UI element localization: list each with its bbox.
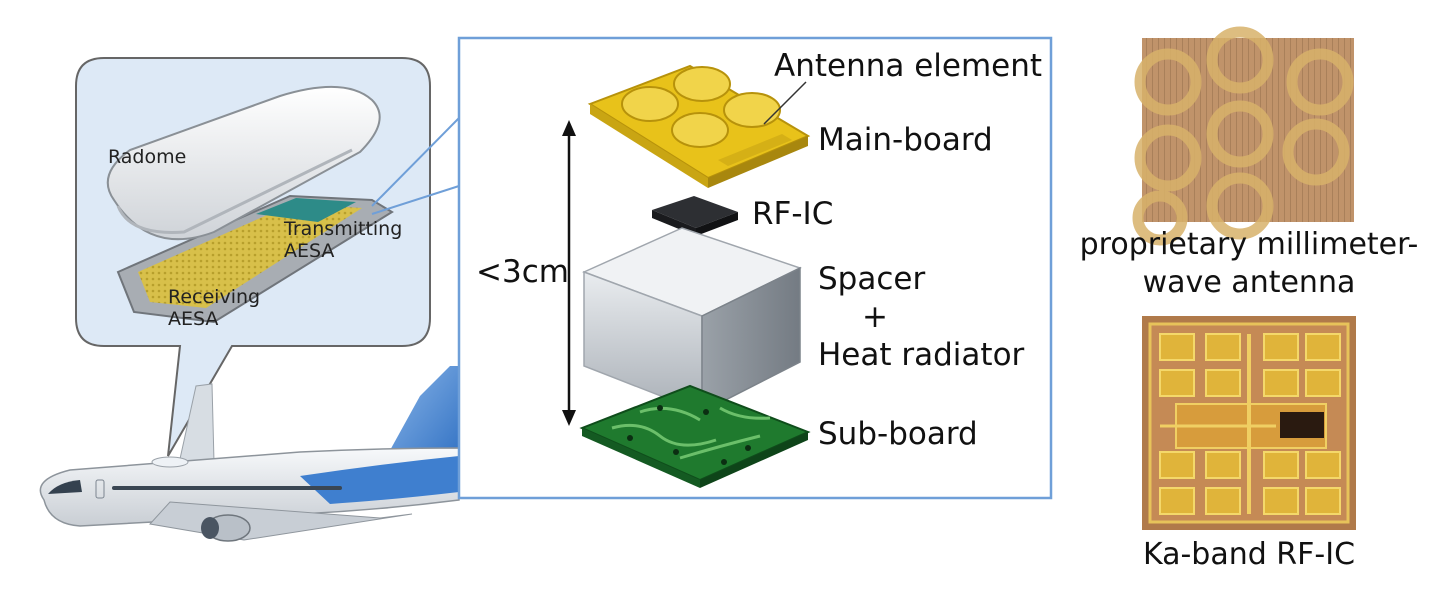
- spacer-line2: +: [862, 299, 888, 335]
- antenna-element-label: Antenna element: [774, 48, 1043, 84]
- antenna-element-leader: [763, 81, 807, 125]
- sub-board-label: Sub-board: [818, 416, 978, 452]
- antenna-caption-line1: proprietary millimeter-: [1079, 227, 1419, 262]
- receiving-line2: AESA: [168, 308, 219, 330]
- radome-shell: [106, 85, 381, 241]
- rf-ic-label: RF-IC: [752, 196, 834, 232]
- aircraft-illustration: [39, 366, 460, 542]
- spacer-heat-radiator-block: [582, 227, 802, 414]
- transmitting-aesa-label: Transmitting AESA: [284, 218, 402, 262]
- receiving-line1: Receiving: [168, 286, 261, 308]
- antenna-photo: [1132, 26, 1354, 246]
- antenna-caption-line2: wave antenna: [1142, 265, 1356, 300]
- spacer-line1: Spacer: [818, 261, 926, 297]
- spacer-label: Spacer + Heat radiator: [818, 260, 1025, 374]
- antenna-photo-caption: proprietary millimeter- wave antenna: [1068, 226, 1430, 302]
- antenna-patch: [723, 92, 781, 128]
- transmitting-line2: AESA: [284, 240, 335, 262]
- antenna-patch: [671, 112, 729, 148]
- main-board-layer: [587, 64, 811, 188]
- sub-board-layer: [579, 384, 811, 488]
- aesa-base-plate: [116, 194, 394, 324]
- spacer-line3: Heat radiator: [818, 337, 1025, 373]
- antenna-patch: [621, 86, 679, 122]
- main-board-label: Main-board: [818, 122, 993, 158]
- rf-ic-photo-caption: Ka-band RF-IC: [1142, 537, 1356, 572]
- radome-label: Radome: [108, 146, 187, 168]
- leader-line-bottom: [371, 185, 460, 215]
- rf-ic-die-photo: [1142, 316, 1356, 530]
- antenna-patch: [673, 66, 731, 102]
- receiving-aesa-label: Receiving AESA: [168, 286, 260, 330]
- height-label: <3cm: [476, 254, 569, 290]
- height-arrow: [562, 120, 576, 426]
- leader-line-top: [371, 117, 460, 207]
- transmitting-line1: Transmitting: [284, 218, 403, 240]
